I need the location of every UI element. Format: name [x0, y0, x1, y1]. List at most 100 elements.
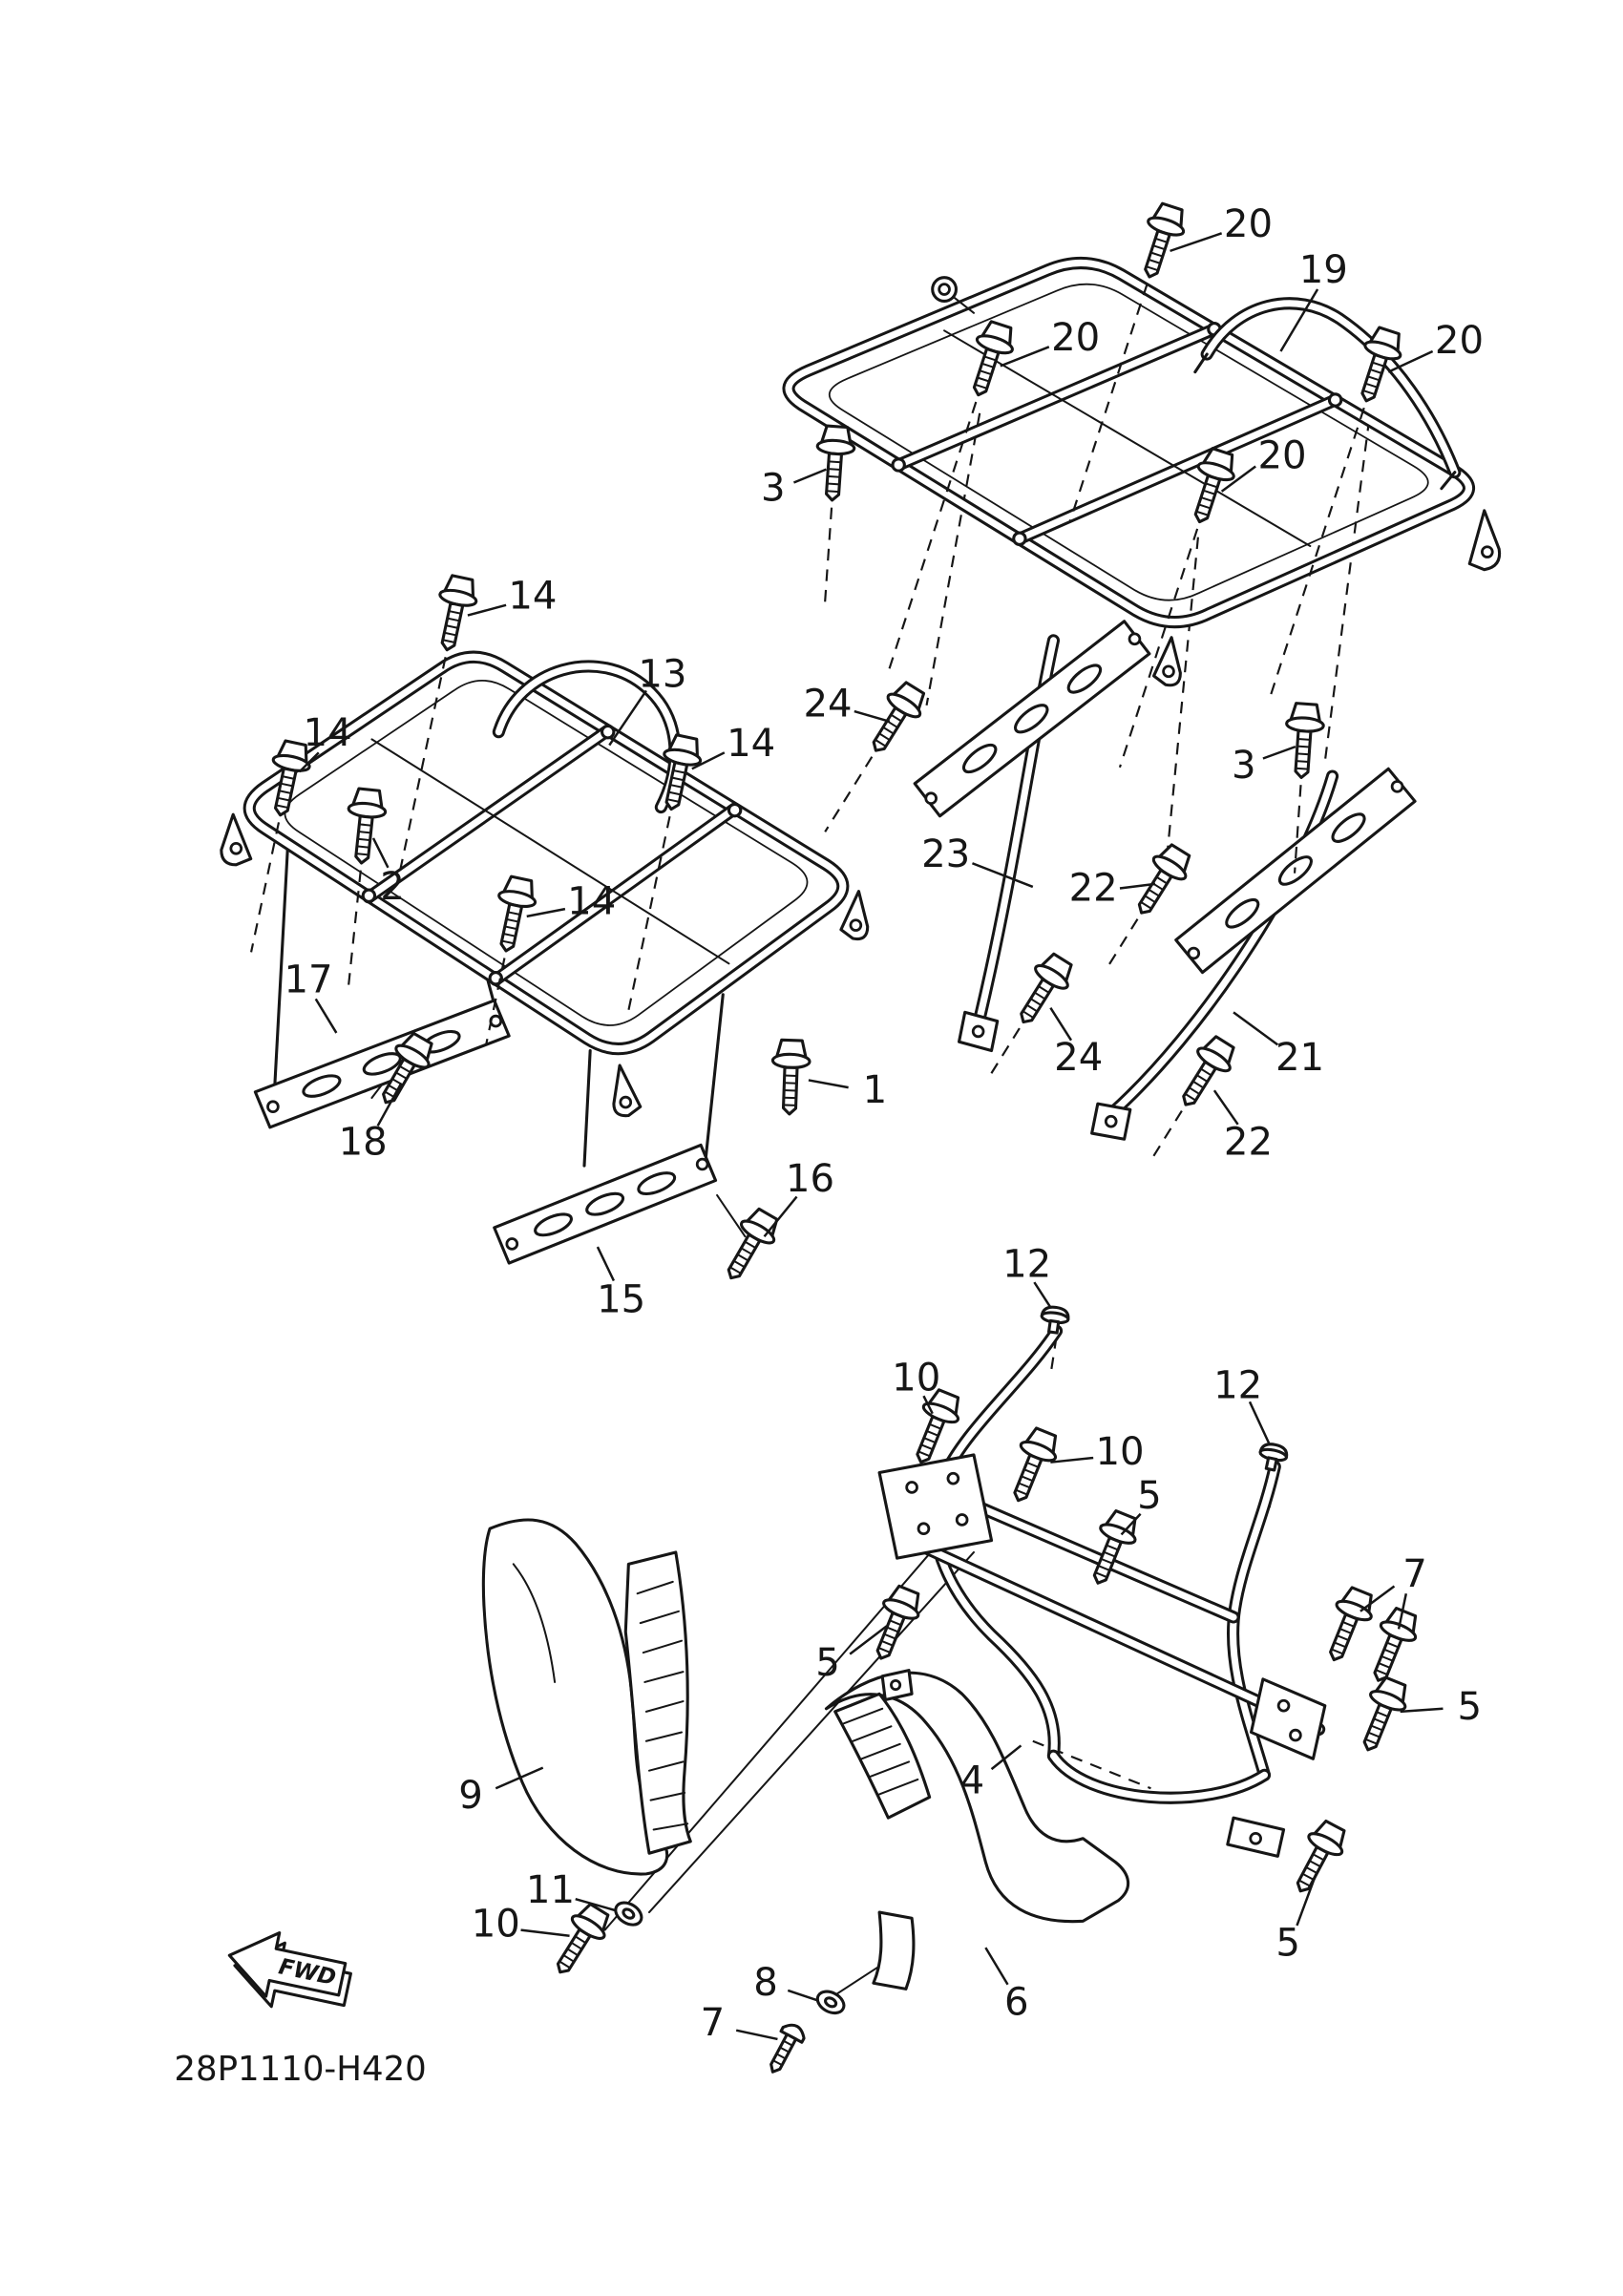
- callout-leader-line: [467, 603, 507, 617]
- callout-label-14: 14: [304, 711, 352, 755]
- callout-label-17: 17: [284, 958, 332, 1001]
- callout-leader-line: [1296, 1873, 1317, 1927]
- bolt-axis-line: [250, 822, 281, 953]
- frame-mount-plate: [877, 1453, 994, 1560]
- flange-bolt: [959, 317, 1021, 403]
- callout-leader-line: [1233, 1011, 1279, 1046]
- push-clip: [1038, 1304, 1071, 1337]
- callout-leader-line: [1119, 882, 1156, 890]
- callout-leader-line: [1387, 349, 1434, 373]
- rear-carrier-rack: [789, 263, 1502, 687]
- callout-label-20: 20: [1435, 319, 1484, 363]
- frame-right-bracket: [1250, 1677, 1327, 1760]
- guard-assembly: [481, 1331, 1327, 1991]
- flange-bolt: [1130, 200, 1191, 284]
- callout-label-4: 4: [960, 1759, 985, 1802]
- callout-leader-line: [984, 1947, 1009, 1986]
- callout-leader-line: [596, 1246, 616, 1282]
- callout-label-21: 21: [1275, 1036, 1324, 1080]
- callout-leader-line: [792, 468, 827, 484]
- flange-bolt: [1006, 948, 1080, 1034]
- callout-label-20: 20: [1224, 202, 1273, 246]
- push-clip: [1255, 1440, 1291, 1474]
- flange-bolt: [812, 423, 857, 503]
- callout-label-10: 10: [1095, 1430, 1144, 1474]
- bolt-axis-line: [987, 1027, 1021, 1080]
- callout-label-3: 3: [1232, 744, 1256, 788]
- center-guard-6: [824, 1669, 1130, 1991]
- callout-label-3: 3: [761, 467, 786, 511]
- front-carrier-assembly: [220, 657, 870, 1265]
- washer: [812, 1986, 850, 2019]
- callout-leader-line: [1170, 232, 1223, 253]
- flange-bolt: [1282, 1815, 1354, 1902]
- callout-label-11: 11: [526, 1868, 575, 1912]
- bolt-axis-line: [485, 958, 506, 1045]
- flange-bolt: [862, 1581, 928, 1667]
- callout-label-5: 5: [1275, 1922, 1300, 1966]
- flange-bolt: [1281, 701, 1327, 781]
- flange-bolt: [858, 676, 933, 762]
- callout-leader-line: [972, 862, 1034, 889]
- callout-label-15: 15: [597, 1278, 645, 1322]
- callout-label-2: 2: [380, 865, 405, 909]
- callout-label-7: 7: [1402, 1552, 1427, 1596]
- fwd-arrow: FWD: [227, 1931, 352, 2009]
- bolt-axis-line: [886, 401, 978, 676]
- callout-leader-line: [1000, 346, 1050, 368]
- callout-leader-line: [575, 1897, 618, 1912]
- callout-label-14: 14: [727, 722, 775, 766]
- callout-label-12: 12: [1002, 1243, 1051, 1287]
- callout-leader-line: [787, 1989, 820, 2002]
- bolt-axis-line: [823, 507, 833, 611]
- front-stay-17: [253, 999, 511, 1129]
- screw: [760, 2019, 810, 2079]
- flange-bolt: [1349, 1673, 1415, 1759]
- rear-stay-left: [913, 620, 1151, 818]
- callout-leader-line: [990, 1744, 1022, 1771]
- callout-label-19: 19: [1299, 248, 1348, 292]
- bolt-axis-line: [1293, 785, 1302, 874]
- callout-label-5: 5: [1457, 1685, 1482, 1729]
- bolt-axis-line: [398, 657, 447, 874]
- guard-frame-4: [877, 1331, 1327, 1858]
- callout-leader-line: [735, 2029, 778, 2041]
- callout-leader-line: [763, 1195, 798, 1238]
- callout-leader-line: [849, 1625, 888, 1655]
- callout-leader-line: [495, 1766, 544, 1790]
- flange-bolt: [1124, 838, 1198, 924]
- callout-leader-line: [371, 837, 390, 869]
- callout-label-5: 5: [815, 1641, 840, 1685]
- flange-bolt: [1315, 1583, 1381, 1669]
- callout-leader-line: [608, 689, 647, 747]
- callout-leader-line: [808, 1079, 849, 1089]
- front-stay-15: [493, 1143, 718, 1265]
- callout-label-14: 14: [567, 879, 616, 923]
- rear-rack-tab: [931, 276, 976, 314]
- callout-leader-line: [854, 709, 891, 724]
- flange-bolt: [542, 1898, 617, 1984]
- callout-label-6: 6: [1004, 1980, 1029, 2024]
- callout-leader-line: [1279, 288, 1319, 352]
- callout-leader-line: [922, 1395, 934, 1415]
- bolt-axis-line: [1105, 918, 1139, 970]
- callout-leader-line: [314, 998, 338, 1034]
- callout-label-22: 22: [1069, 866, 1118, 910]
- callout-label-7: 7: [701, 2001, 726, 2045]
- callout-label-24: 24: [1054, 1036, 1103, 1080]
- callout-leader-line: [1360, 1585, 1396, 1612]
- callout-leader-line: [298, 751, 320, 773]
- callout-label-20: 20: [1257, 434, 1306, 478]
- bolt-axis-line: [824, 756, 874, 832]
- callout-leader-line: [1212, 1089, 1239, 1126]
- callout-leader-line: [1220, 465, 1256, 493]
- left-guard-9: [481, 1518, 692, 1876]
- callout-label-22: 22: [1224, 1120, 1273, 1164]
- callout-leader-line: [1033, 1281, 1052, 1309]
- callout-leader-line: [520, 1928, 570, 1938]
- rear-support-tube-21: [1090, 776, 1333, 1141]
- callout-label-12: 12: [1213, 1363, 1262, 1407]
